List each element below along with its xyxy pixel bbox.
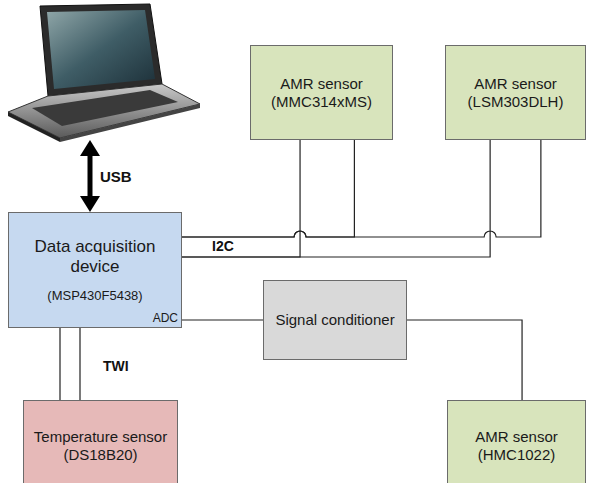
- temperature-box: Temperature sensor (DS18B20): [23, 400, 178, 483]
- usb-arrow: [80, 140, 100, 212]
- node-title: Temperature sensor (DS18B20): [30, 428, 171, 464]
- node-title: AMR sensor (HMC1022): [454, 428, 579, 464]
- wire: [60, 328, 80, 400]
- port-label: USB: [100, 168, 132, 185]
- node-title: Data acquisition device: [15, 237, 175, 278]
- node-title: Signal conditioner: [275, 311, 394, 329]
- daq-box: Data acquisition device (MSP430F5438) ADC: [8, 212, 182, 328]
- wire: [182, 319, 263, 320]
- wire: [182, 140, 354, 257]
- node-title: AMR sensor (MMC314xMS): [257, 75, 386, 111]
- bus-label: I2C: [212, 238, 234, 254]
- sensor-box: AMR sensor (LSM303DLH): [445, 45, 586, 140]
- wire: [182, 140, 541, 257]
- wire: [407, 320, 522, 400]
- port-label: ADC: [153, 311, 178, 325]
- node-subtitle: (MSP430F5438): [47, 288, 142, 304]
- sensor-box: AMR sensor (MMC314xMS): [250, 45, 393, 140]
- bus-label: TWI: [103, 358, 129, 374]
- sensor-box: AMR sensor (HMC1022): [447, 400, 586, 483]
- node-title: AMR sensor (LSM303DLH): [452, 75, 579, 111]
- laptop: [8, 4, 200, 142]
- conditioner-box: Signal conditioner: [263, 280, 407, 360]
